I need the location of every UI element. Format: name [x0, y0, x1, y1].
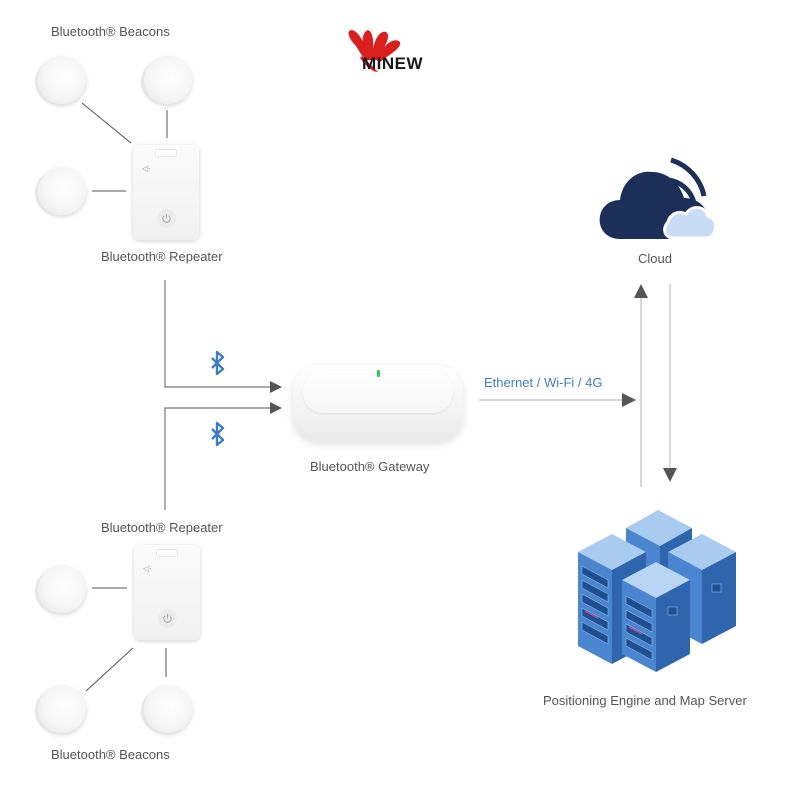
- cloud-label: Cloud: [638, 251, 672, 266]
- lanyard-slot: [155, 149, 177, 157]
- repeater-top-label: Bluetooth® Repeater: [101, 249, 223, 264]
- beacon-top-right: [144, 56, 192, 104]
- beacon-top-left: [38, 56, 86, 104]
- gateway-label: Bluetooth® Gateway: [310, 459, 430, 474]
- arrow-head-bottom: [270, 402, 282, 414]
- arrow-head-network: [622, 393, 636, 407]
- bluetooth-icon: [211, 421, 225, 447]
- link-beacon-tl-repeater: [81, 102, 132, 144]
- minew-logo-icon: [348, 30, 401, 72]
- repeater-bottom-label: Bluetooth® Repeater: [101, 520, 223, 535]
- power-icon: [157, 209, 176, 228]
- arrow-head-down: [663, 468, 677, 482]
- gateway-device: [293, 365, 463, 441]
- link-repeater-top-gateway: [164, 280, 272, 388]
- signal-icon: ◁·: [143, 564, 152, 573]
- beacon-bottom-left: [38, 685, 86, 733]
- power-icon: [158, 609, 177, 628]
- network-link-label: Ethernet / Wi-Fi / 4G: [484, 375, 603, 390]
- beacons-bottom-label: Bluetooth® Beacons: [51, 747, 170, 762]
- server-label: Positioning Engine and Map Server: [543, 693, 747, 708]
- lanyard-slot: [156, 549, 178, 557]
- repeater-top: ◁·: [133, 145, 199, 240]
- brand-logo-text: MINEW: [362, 54, 424, 73]
- link-beacon-bll-repeater: [85, 647, 134, 692]
- cloud-icon: [599, 157, 717, 240]
- beacon-middle-left: [38, 167, 86, 215]
- link-repeater-bottom-gateway: [164, 407, 272, 510]
- beacons-top-label: Bluetooth® Beacons: [51, 24, 170, 39]
- arrow-head-up: [634, 284, 648, 298]
- repeater-bottom: ◁·: [134, 545, 200, 640]
- bluetooth-icon: [211, 350, 225, 376]
- beacon-bottom-right: [144, 685, 192, 733]
- status-led: [377, 370, 380, 377]
- server-rack-icon: [578, 510, 736, 672]
- signal-icon: ◁·: [142, 164, 151, 173]
- beacon-bottom-middle-left: [38, 565, 86, 613]
- gateway-top-cover: [303, 371, 453, 413]
- arrow-head-top: [270, 381, 282, 393]
